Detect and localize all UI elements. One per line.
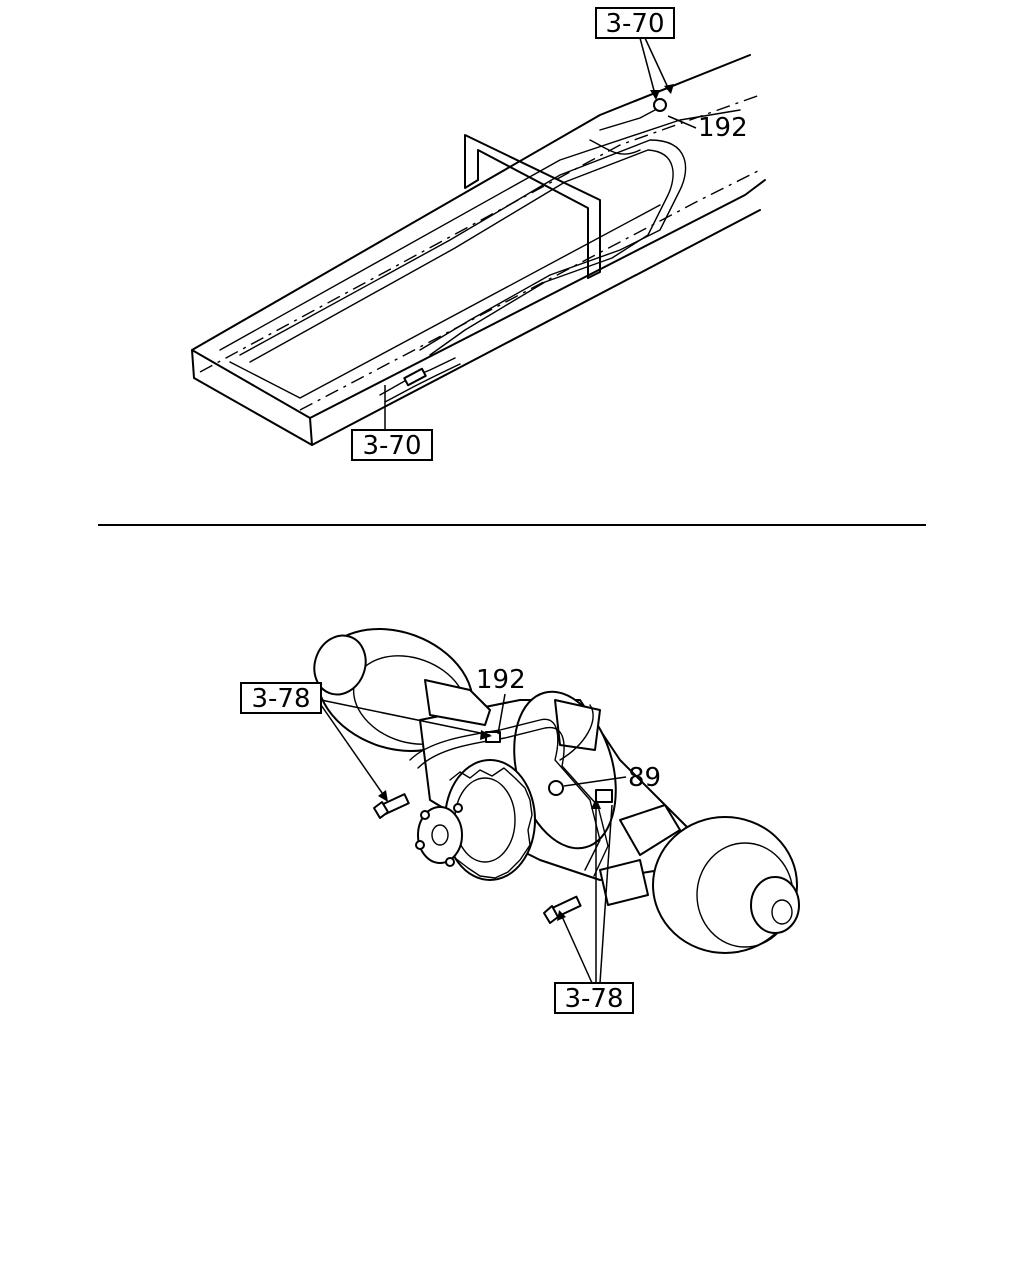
leader-top-upper-2 [644, 37, 671, 93]
ref-label-top-upper: 3-70 [605, 9, 664, 39]
flange-bolt-2 [415, 840, 425, 850]
arrow-top-upper-1 [650, 90, 660, 100]
brake-pipe-3 [599, 109, 656, 131]
arrow-top-upper-2 [664, 84, 674, 94]
leader-89 [563, 776, 627, 787]
flange-bolt-1 [420, 810, 430, 820]
frame-rail-bottom [311, 209, 761, 446]
bottom-mounting-bolt [543, 895, 582, 924]
ref-label-top-lower: 3-70 [362, 431, 421, 461]
brake-pipe-1 [239, 139, 687, 356]
brake-pipe-4 [589, 139, 641, 155]
axle-brake-pipe-1 [409, 718, 601, 871]
frame-rail-top [191, 54, 751, 351]
frame-rail-side [309, 179, 766, 419]
diff-gear-teeth [443, 767, 533, 879]
left-mounting-bolt [373, 793, 410, 819]
part-label-192-lower: 192 [476, 665, 526, 695]
cross-member [464, 134, 601, 279]
ref-label-axle-bottom: 3-78 [564, 984, 623, 1014]
right-hub [750, 876, 800, 934]
drive-flange [417, 806, 463, 864]
arrow-axle-left-2 [378, 790, 388, 802]
center-line-1 [199, 94, 761, 373]
vent-fitting-89-icon [548, 780, 564, 796]
ref-box-top-lower [351, 429, 433, 461]
right-spring-seat-bottom [619, 804, 681, 856]
axle-brake-pipe-3 [559, 704, 594, 761]
center-line-2 [299, 169, 761, 411]
leader-axle-bottom-3 [599, 804, 613, 984]
right-hub-center [771, 899, 793, 925]
arrow-axle-left-1 [480, 730, 492, 740]
flange-bolt-4 [453, 803, 463, 813]
frame-rail-view: 3-70 192 3-70 [191, 7, 766, 461]
brake-pipe-2 [249, 149, 674, 363]
leader-axle-left-1 [320, 699, 491, 736]
ref-box-axle-left [240, 682, 322, 714]
leader-192-upper [667, 115, 697, 129]
left-spring-seat [424, 679, 491, 726]
ref-box-axle-bottom [554, 982, 634, 1014]
upper-fitting-icon [653, 98, 667, 112]
drive-flange-center [431, 824, 449, 846]
leader-axle-left-2 [320, 704, 388, 801]
right-spring-seat-top [554, 699, 601, 751]
axle-brake-pipe-2 [417, 726, 609, 877]
leader-axle-bottom-1 [559, 911, 593, 984]
flange-bolt-3 [445, 857, 455, 867]
axle-junction-block [595, 789, 613, 803]
frame-rail-inner-lower [229, 204, 661, 399]
arrow-axle-bottom-1 [557, 910, 566, 921]
part-label-192-upper: 192 [698, 113, 748, 143]
pipe-lower-branch-2 [384, 363, 461, 403]
arrow-axle-bottom-2 [591, 798, 601, 809]
frame-rail-outline [191, 349, 313, 446]
leader-192-lower [497, 693, 506, 735]
leader-top-upper-1 [639, 37, 657, 99]
ref-box-top-upper [595, 7, 675, 39]
lower-fitting-icon [403, 367, 427, 387]
part-label-89: 89 [628, 763, 661, 793]
ref-label-axle-left: 3-78 [251, 684, 310, 714]
frame-rail-inner [219, 109, 741, 351]
left-hub [313, 634, 367, 696]
rear-axle-view: 3-78 192 89 3-78 [240, 628, 800, 1014]
